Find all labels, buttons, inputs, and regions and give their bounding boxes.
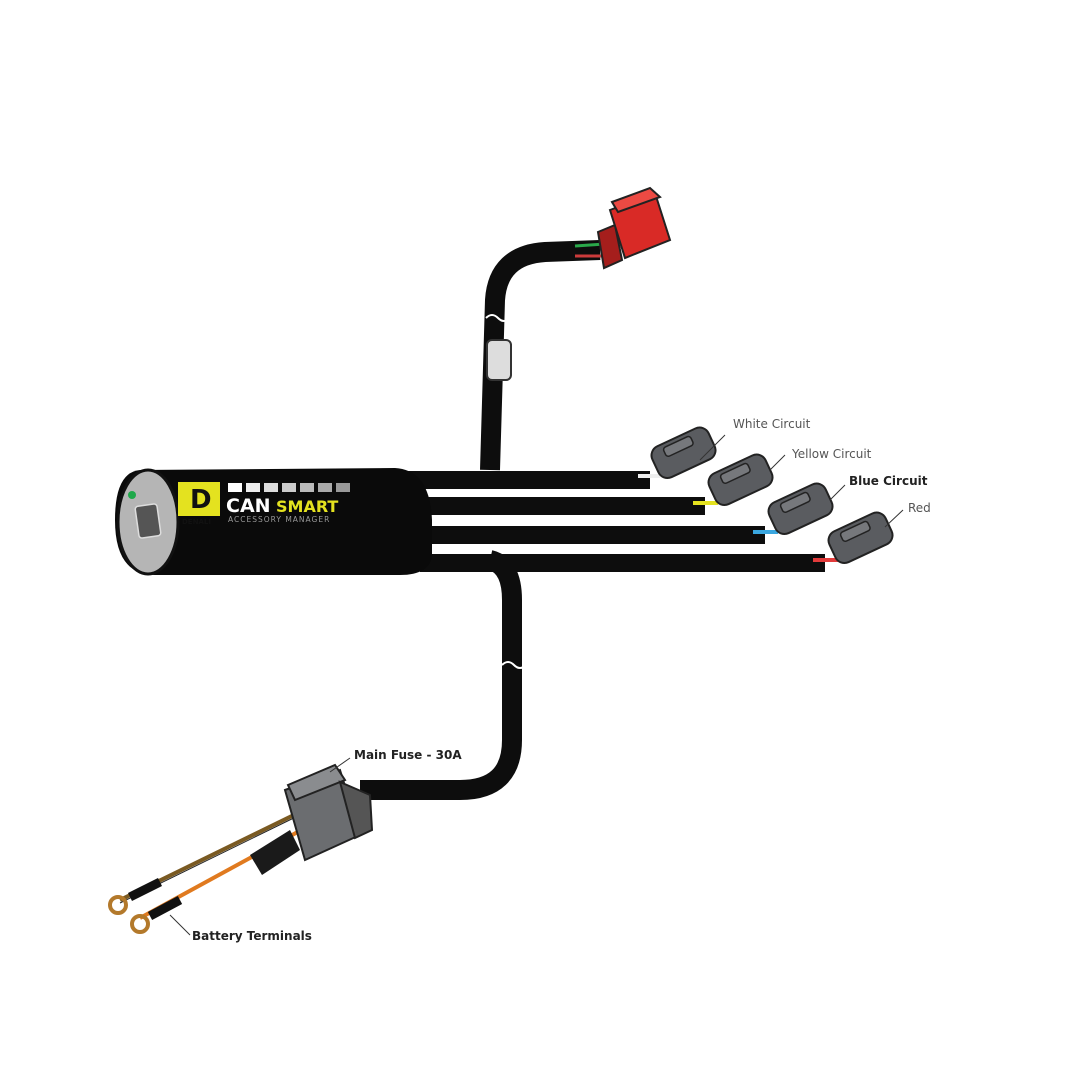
circuit-connectors — [650, 426, 894, 565]
yellow-circuit-label: Yellow Circuit — [791, 447, 872, 461]
ring-terminal-icon — [130, 914, 150, 934]
output-cables — [380, 471, 838, 572]
white-circuit-label: White Circuit — [733, 417, 811, 431]
red-circuit-connector-icon — [827, 511, 894, 565]
ring-terminal-icon — [108, 895, 128, 915]
logo-smart: SMART — [276, 497, 338, 516]
top-cable — [480, 240, 606, 471]
status-led-icon — [128, 491, 136, 499]
logo-brand: DENALI — [182, 518, 211, 526]
callouts: White Circuit Yellow Circuit Blue Circui… — [169, 417, 931, 943]
denali-logo-icon — [178, 482, 220, 516]
red-connector-icon — [596, 186, 672, 270]
logo-tagline: ACCESSORY MANAGER — [228, 515, 330, 524]
logo-bars — [228, 483, 350, 492]
logo-can: CAN — [226, 495, 271, 517]
svg-text:D: D — [190, 485, 212, 515]
white-connector-icon — [650, 426, 717, 480]
blue-circuit-label: Blue Circuit — [849, 474, 928, 488]
red-circuit-label: Red — [908, 501, 931, 515]
usb-port-icon — [134, 503, 162, 539]
blue-connector-icon — [767, 482, 834, 536]
yellow-connector-icon — [707, 453, 774, 507]
main-fuse-label: Main Fuse - 30A — [354, 748, 462, 762]
battery-terminals-label: Battery Terminals — [192, 929, 312, 943]
cansmart-module: D DENALI CAN SMART ACCESSORY MANAGER — [115, 468, 432, 576]
inline-connector-icon — [486, 339, 512, 381]
fuse-holder-icon — [250, 763, 374, 875]
